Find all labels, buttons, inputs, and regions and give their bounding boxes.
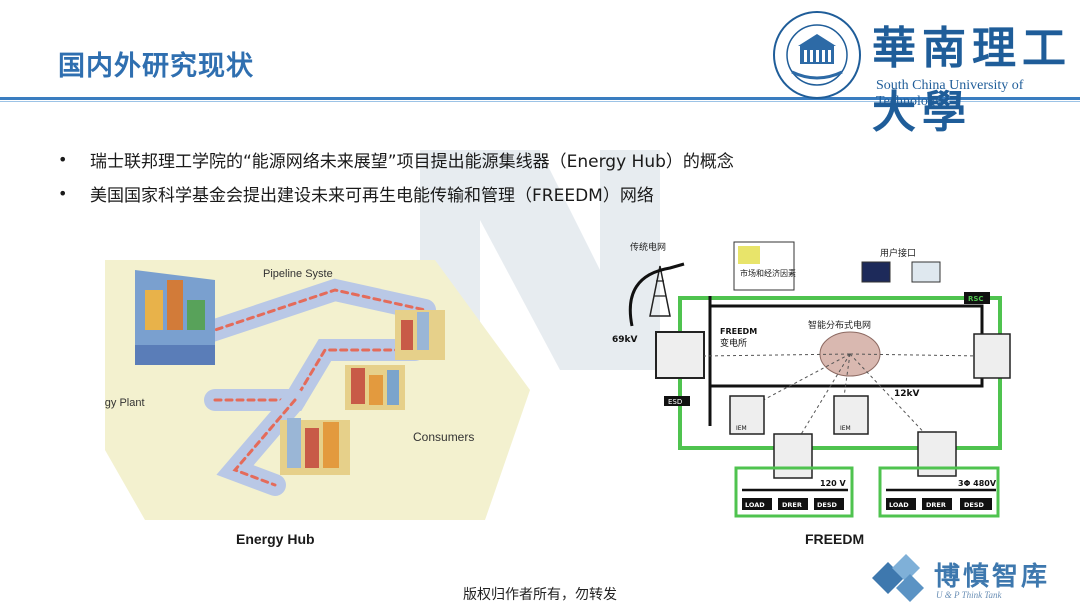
think-tank-subtitle: U & P Think Tank: [936, 590, 1002, 600]
bullet-text: 瑞士联邦理工学院的“能源网络未来展望”项目提出能源集线器（Energy Hub）…: [90, 147, 734, 172]
bullet-dot: •: [58, 184, 90, 203]
substation-label: 变电所: [720, 337, 747, 349]
esd-label: ESD: [668, 398, 682, 406]
slide-title: 国内外研究现状: [58, 44, 254, 83]
energy-plant-block: [135, 270, 215, 365]
rsc-label: RSC: [968, 295, 984, 303]
monitor-icon: [862, 262, 890, 282]
figure-caption-freedm: FREEDM: [805, 531, 864, 547]
bullet-item: • 美国国家科学基金会提出建设未来可再生电能传输和管理（FREEDM）网络: [58, 176, 734, 210]
iem-label: IEM: [840, 425, 851, 432]
grid-label: 传统电网: [630, 241, 666, 253]
iem-box: [974, 334, 1010, 378]
kv69-label: 69kV: [612, 335, 638, 345]
university-name-cn: 華南理工大學: [872, 12, 1080, 140]
iem-label: IEM: [736, 425, 747, 432]
desd-label: DESD: [817, 501, 838, 509]
monitor-icon: [912, 262, 940, 282]
university-seal-icon: [772, 10, 862, 100]
user-interface-label: 用户接口: [880, 247, 916, 259]
smart-grid-label: 智能分布式电网: [808, 319, 871, 331]
bullet-list: • 瑞士联邦理工学院的“能源网络未来展望”项目提出能源集线器（Energy Hu…: [58, 142, 734, 210]
university-name-en: South China University of Technology: [876, 78, 1080, 110]
iem-box: [774, 434, 812, 478]
consumers-label: Consumers: [413, 430, 474, 444]
plant-label: ergy Plant: [105, 397, 145, 409]
drer-label: DRER: [782, 501, 802, 509]
bullet-text: 美国国家科学基金会提出建设未来可再生电能传输和管理（FREEDM）网络: [90, 181, 654, 206]
transmission-tower-icon: [630, 264, 684, 326]
load-label: LOAD: [745, 501, 765, 509]
v480-label: 3Φ 480V: [958, 479, 997, 488]
kv12-label: 12kV: [894, 389, 920, 399]
bullet-item: • 瑞士联邦理工学院的“能源网络未来展望”项目提出能源集线器（Energy Hu…: [58, 142, 734, 176]
pipeline-label: Pipeline Syste: [263, 268, 333, 280]
drer-label: DRER: [926, 501, 946, 509]
figure-caption-energy-hub: Energy Hub: [236, 531, 315, 547]
energy-hub-illustration: Pipeline Syste ergy Plant Consumers: [105, 250, 530, 520]
desd-label: DESD: [964, 501, 985, 509]
v120-label: 120 V: [820, 479, 846, 488]
bullet-dot: •: [58, 150, 90, 169]
market-label: 市场和经济因素: [740, 268, 796, 278]
think-tank-name: 博慎智库: [934, 556, 1050, 593]
load-label: LOAD: [889, 501, 909, 509]
freedm-substation-label: FREEDM: [720, 327, 757, 336]
freedm-network-diagram: 传统电网 69kV 市场和经济因素 用户接口 RSC FREEDM 变电所 ES…: [612, 236, 1022, 526]
